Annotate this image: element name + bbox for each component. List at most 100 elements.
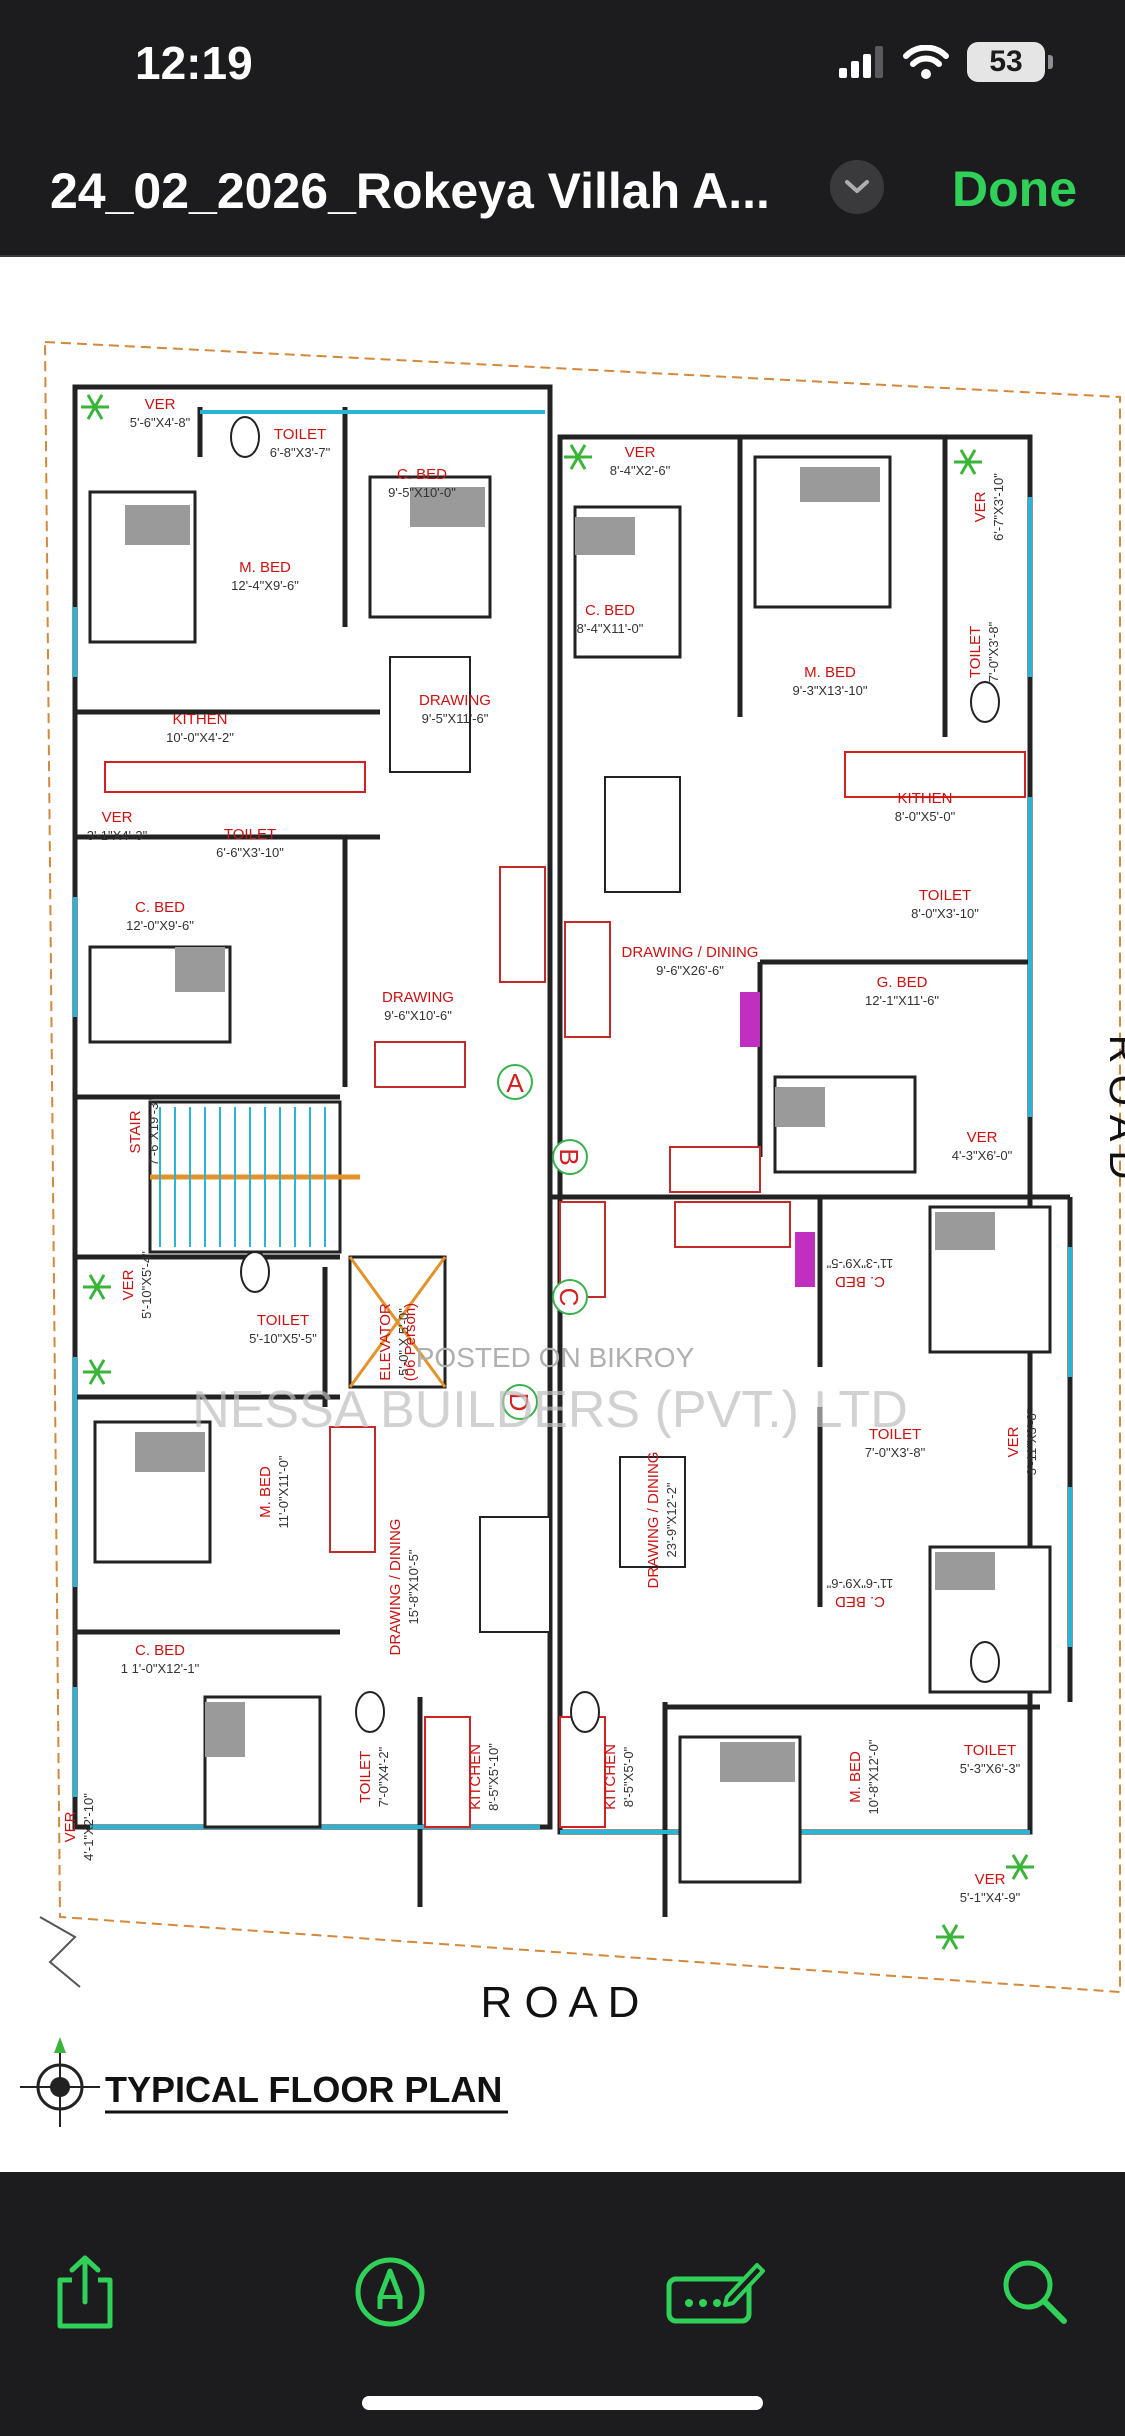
room-name: KITCHEN [467, 1744, 484, 1810]
marker-c: C [552, 1279, 588, 1315]
toilet-fixtures [230, 416, 1000, 1733]
chevron-down-icon [845, 180, 869, 193]
room-name: VER [625, 444, 656, 461]
markup-button[interactable] [350, 2252, 430, 2332]
svg-text:A: A [506, 1068, 524, 1098]
room-name: C. BED [585, 602, 635, 619]
room-name: M. BED [847, 1751, 864, 1803]
room-size: 8'-0"X3'-10" [911, 906, 979, 921]
room-size: 8'-0"X5'-0" [895, 809, 956, 824]
plot-boundary [43, 340, 1121, 1994]
done-button[interactable]: Done [952, 161, 1077, 217]
room-name: C. BED [835, 1273, 885, 1290]
room-name: STAIR [127, 1110, 144, 1153]
room-size: 5'-10"X5'-5" [249, 1331, 317, 1346]
svg-text:B: B [554, 1148, 584, 1165]
room-size: 5'-0" X 5'-0" [396, 1308, 411, 1376]
share-button[interactable] [45, 2252, 125, 2332]
room-size: 8'-4"X2'-6" [610, 463, 671, 478]
room-name: DRAWING [382, 989, 454, 1006]
dining-tables [389, 656, 686, 1633]
cellular-signal-icon [839, 46, 883, 78]
marker-d: D [502, 1384, 538, 1420]
room-name: M. BED [804, 664, 856, 681]
room-size: 10'-0"X4'-2" [166, 730, 234, 745]
wifi-icon [903, 45, 949, 79]
room-name: (06 Person) [402, 1303, 419, 1381]
room-size: 4'-1"X2'-10" [81, 1793, 96, 1861]
marker-b: B [552, 1139, 588, 1175]
room-name: VER [62, 1811, 79, 1842]
room-name: DRAWING [419, 692, 491, 709]
title-menu-button[interactable] [830, 160, 884, 214]
room-name: DRAWING / DINING [387, 1519, 404, 1656]
room-label: VER 8'-4"X2'-6" [610, 444, 671, 478]
room-name: C. BED [835, 1593, 885, 1610]
sofas [329, 866, 791, 1553]
room-size: 9'-5"X11'-6" [422, 711, 489, 726]
room-size: 12'-0"X9'-6" [126, 918, 194, 933]
signature-button[interactable] [665, 2252, 765, 2332]
room-label: VER 4'-3"X6'-0" [952, 1129, 1013, 1163]
room-name: G. BED [877, 974, 928, 991]
room-size: 9'-6"X10'-6" [384, 1008, 452, 1023]
room-size: 11'-3"X9'-5" [826, 1256, 893, 1271]
room-size: 8'-5"X5'-10" [486, 1743, 501, 1811]
walls [72, 384, 1073, 1917]
watermark-posted: POSTED ON BIKROY [416, 1342, 695, 1373]
search-icon [1003, 2260, 1067, 2324]
room-name: DRAWING / DINING [645, 1452, 662, 1589]
room-size: 3'-1"X4'-3" [87, 828, 148, 843]
status-bar: 12:19 53 [0, 0, 1125, 130]
battery-indicator: 53 [967, 42, 1053, 82]
search-button[interactable] [995, 2252, 1075, 2332]
room-size: 7'-6"X19'-3" [146, 1098, 161, 1166]
bed-bedding [125, 467, 995, 1782]
room-name: VER [975, 1871, 1006, 1888]
room-name: DRAWING / DINING [622, 944, 759, 961]
watermark-company: NESSA BUILDERS (PVT.) LTD [192, 1381, 908, 1439]
navigation-bar: 24_02_2026_Rokeya Villah A... Done [0, 130, 1125, 257]
svg-text:C: C [554, 1288, 584, 1307]
windows [73, 410, 1072, 1834]
room-size: 3'-11"X3'-8" [1024, 1408, 1039, 1475]
room-label: (06 Person) [402, 1303, 419, 1381]
room-label: TOILET 8'-0"X3'-10" [911, 887, 979, 921]
room-size: 4'-3"X6'-0" [952, 1148, 1013, 1163]
signature-icon [666, 2263, 765, 2324]
room-name: TOILET [919, 887, 971, 904]
document-title[interactable]: 24_02_2026_Rokeya Villah A... [50, 163, 770, 219]
room-size: 11'-0"X11'-0" [276, 1455, 291, 1528]
room-name: VER [967, 1129, 998, 1146]
markup-icon [355, 2257, 425, 2327]
room-size: 9'-6"X26'-6" [656, 963, 724, 978]
room-name: KITHEN [897, 790, 952, 807]
room-name: KITCHEN [602, 1744, 619, 1810]
room-size: 23'-9"X12'-2" [664, 1482, 679, 1557]
battery-level: 53 [989, 45, 1023, 78]
room-size: 8'-4"X11'-0" [577, 621, 644, 636]
room-name: VER [102, 809, 133, 826]
room-size: 8'-5"X5'-0" [621, 1746, 636, 1807]
room-label: DRAWING 9'-6"X10'-6" [382, 989, 454, 1023]
room-label: KITHEN 8'-0"X5'-0" [895, 790, 956, 824]
plan-heading: TYPICAL FLOOR PLAN [105, 2069, 502, 2110]
